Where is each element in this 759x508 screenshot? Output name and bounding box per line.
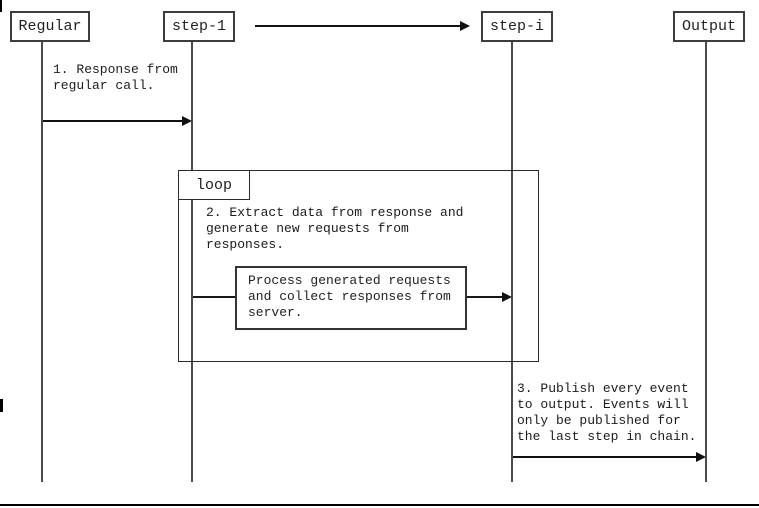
chain-arrow-line bbox=[255, 25, 462, 27]
left-edge-artifact-top bbox=[0, 0, 2, 12]
message-3-text: 3. Publish every event to output. Events… bbox=[517, 381, 697, 444]
participant-box-step-i: step-i bbox=[481, 11, 553, 42]
process-box: Process generated requests and collect r… bbox=[235, 266, 467, 330]
message-1-arrowhead-icon bbox=[182, 116, 192, 126]
participant-box-step-1: step-1 bbox=[163, 11, 235, 42]
left-edge-artifact-middle bbox=[0, 399, 3, 412]
loop-frame bbox=[178, 170, 539, 362]
message-1-text: 1. Response from regular call. bbox=[53, 62, 178, 93]
lifeline-step-i bbox=[511, 42, 513, 482]
participant-label-step-1: step-1 bbox=[171, 18, 226, 35]
participant-box-regular: Regular bbox=[10, 11, 90, 42]
loop-label-box: loop bbox=[178, 170, 250, 200]
message-3-arrowhead-icon bbox=[696, 452, 706, 462]
participant-box-output: Output bbox=[673, 11, 745, 42]
loop-label: loop bbox=[195, 176, 232, 194]
process-connector-right-line bbox=[467, 296, 502, 298]
bottom-rule bbox=[0, 504, 759, 506]
participant-label-regular: Regular bbox=[18, 18, 82, 35]
message-2-text: 2. Extract data from response and genera… bbox=[206, 205, 464, 252]
lifeline-step-1 bbox=[191, 42, 193, 482]
message-3-arrow-line bbox=[513, 456, 696, 458]
lifeline-regular bbox=[41, 42, 43, 482]
lifeline-output bbox=[705, 42, 707, 482]
process-arrowhead-icon bbox=[502, 292, 512, 302]
process-connector-left-line bbox=[193, 296, 235, 298]
participant-label-output: Output bbox=[681, 18, 736, 35]
chain-arrowhead-icon bbox=[460, 21, 470, 31]
message-1-arrow-line bbox=[43, 120, 182, 122]
participant-label-step-i: step-i bbox=[489, 18, 544, 35]
